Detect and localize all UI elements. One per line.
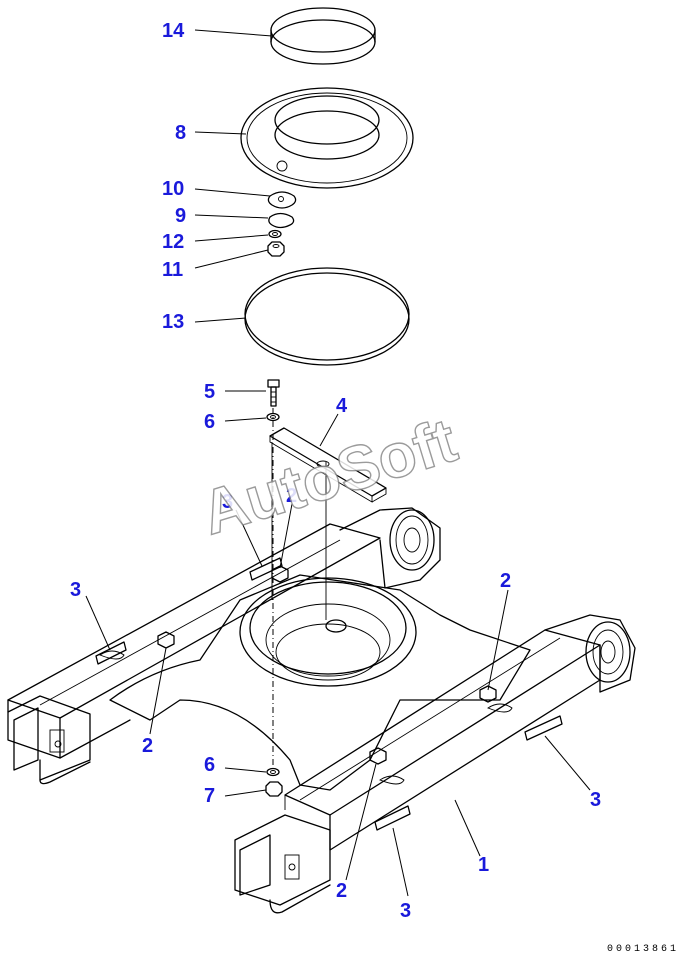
callout-3: 3 — [590, 789, 601, 811]
part-8-cover-plate — [240, 87, 414, 189]
callout-2: 2 — [286, 485, 297, 507]
part-3-track-guard-cover — [95, 557, 563, 831]
part-7-nut — [265, 781, 283, 797]
callout-6: 6 — [204, 754, 215, 776]
callout-6: 6 — [204, 411, 215, 433]
callout-labels: 14 8 10 9 12 11 13 5 6 4 3 2 3 2 2 2 3 6… — [70, 20, 601, 922]
part-2-clip — [157, 565, 497, 765]
callout-2: 2 — [500, 570, 511, 592]
callout-13: 13 — [162, 311, 184, 333]
callout-1: 1 — [478, 854, 489, 876]
part-13-large-ring — [244, 267, 410, 366]
callout-7: 7 — [204, 785, 215, 807]
callout-2: 2 — [142, 735, 153, 757]
callout-8: 8 — [175, 122, 186, 144]
callout-4: 4 — [336, 395, 348, 417]
callout-5: 5 — [204, 381, 215, 403]
callout-3: 3 — [70, 579, 81, 601]
callout-14: 14 — [162, 20, 185, 42]
callout-3: 3 — [400, 900, 411, 922]
callout-12: 12 — [162, 231, 184, 253]
leader-lines — [85, 29, 591, 897]
part-4-bracket-plate — [269, 427, 387, 503]
part-6-washer-lower — [266, 767, 280, 777]
callout-2: 2 — [336, 880, 347, 902]
part-10-small-plate — [267, 191, 297, 209]
callout-9: 9 — [175, 205, 186, 227]
part-11-nut — [267, 241, 285, 257]
callout-10: 10 — [162, 178, 184, 200]
document-number: 00013861 — [606, 944, 679, 955]
part-1-track-frame — [7, 507, 636, 914]
part-9-gasket — [268, 212, 295, 229]
part-14-seal-ring — [270, 7, 376, 65]
watermark: AutoSoft — [194, 406, 464, 548]
callout-3: 3 — [222, 491, 233, 513]
callout-11: 11 — [162, 259, 183, 281]
part-5-bolt — [267, 379, 280, 407]
part-12-washer — [268, 229, 282, 239]
